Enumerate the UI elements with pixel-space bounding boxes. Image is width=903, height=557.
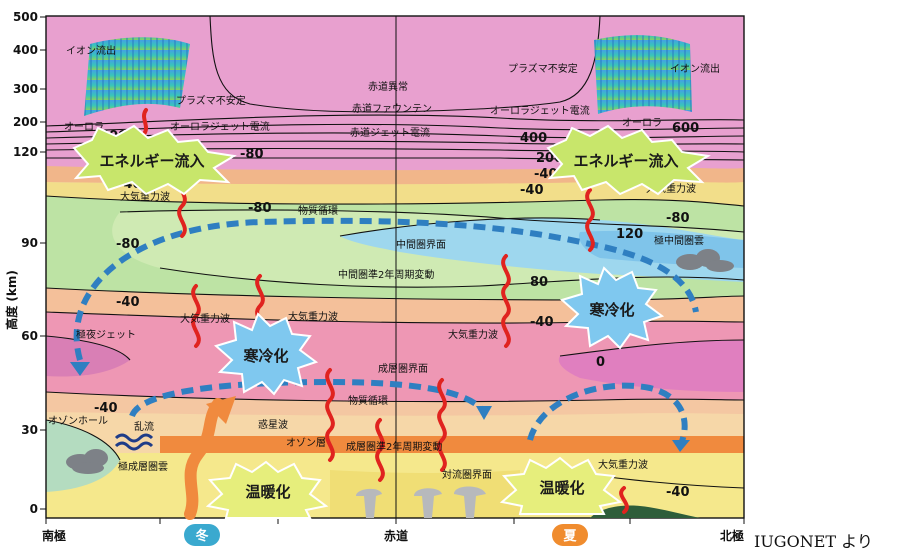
y-tick-label: 30 — [21, 423, 38, 437]
label-gravity-wave: 大気重力波 — [180, 312, 230, 325]
label-turbulence: 乱流 — [134, 420, 154, 433]
credit-text: IUGONET より — [754, 532, 873, 551]
season-summer-badge: 夏 — [552, 524, 588, 546]
contour-label: -80 — [116, 237, 140, 252]
label-ozone-layer: オゾン層 — [286, 437, 326, 449]
label-plasma-left: プラズマ不安定 — [176, 94, 246, 107]
x-tick-labels: 南極 赤道 北極 — [42, 528, 744, 543]
contour-label: 120 — [616, 227, 643, 242]
y-tick-label: 0 — [30, 502, 38, 516]
label-aurora-jet-left: オーロラジェット電流 — [170, 120, 270, 133]
label-equatorial-fountain: 赤道ファウンテン — [352, 102, 432, 115]
clouds-right-icon — [676, 249, 734, 272]
contour-label: -40 — [116, 295, 140, 310]
label-ion-outflow-left: イオン流出 — [66, 44, 116, 57]
cooling-left-badge: 寒冷化 — [213, 312, 319, 396]
season-summer-label: 夏 — [562, 529, 577, 544]
plot-frame — [45, 15, 745, 519]
turbulence-icon — [114, 433, 154, 451]
y-tick-label: 60 — [21, 329, 38, 343]
energy-input-left-label: エネルギー流入 — [99, 152, 204, 170]
label-mesopause: 中間圏界面 — [396, 238, 446, 251]
y-tick-label: 500 — [13, 10, 38, 24]
circulation-arrows — [73, 217, 699, 448]
contour-label: -80 — [240, 147, 264, 162]
contour-label: -40 — [530, 315, 554, 330]
y-tick-label: 120 — [13, 145, 38, 159]
label-ion-outflow-right: イオン流出 — [670, 62, 720, 75]
y-tick-labels: 0 30 60 90 120 200 300 400 500 — [13, 10, 38, 516]
label-polar-mesospheric-clouds: 極中間圏雲 — [654, 234, 704, 247]
y-tick-label: 300 — [13, 82, 38, 96]
band-salmon — [46, 288, 744, 323]
circulation-arrowheads — [70, 362, 690, 452]
label-gravity-wave: 大気重力波 — [598, 458, 648, 471]
annotation-labels: イオン流出 イオン流出 プラズマ不安定 プラズマ不安定 オーロラ オーロラ オー… — [48, 44, 720, 481]
energy-input-right-badge: エネルギー流入 — [546, 124, 711, 196]
label-stratopause: 成層圏界面 — [378, 363, 428, 375]
label-gravity-wave: 大気重力波 — [288, 310, 338, 323]
mountain-icon — [590, 505, 700, 518]
energy-input-left-badge: エネルギー流入 — [72, 124, 237, 196]
contour-label: 400 — [520, 131, 547, 146]
band-yellow-high — [46, 181, 744, 206]
warming-right-badge: 温暖化 — [499, 456, 623, 515]
aurora-right-icon — [594, 35, 692, 114]
contour-label: 600 — [672, 121, 699, 136]
contour-label: -80 — [248, 201, 272, 216]
contour-label: -80 — [666, 211, 690, 226]
label-mass-circulation-top: 物質循環 — [298, 204, 338, 217]
y-tick-label: 90 — [21, 236, 38, 250]
y-axis-label: 高度 (km) — [4, 270, 19, 330]
label-equatorial-jet: 赤道ジェット電流 — [350, 126, 430, 139]
clouds-left-icon — [66, 449, 108, 474]
polar-vortex-l — [46, 336, 130, 377]
warming-left-label: 温暖化 — [245, 483, 290, 501]
label-polar-stratospheric-clouds: 極成層圏雲 — [118, 460, 168, 473]
x-tick-label: 南極 — [42, 528, 66, 543]
ozone-band — [160, 436, 744, 453]
y-tick-label: 400 — [13, 43, 38, 57]
label-aurora-right: オーロラ — [622, 117, 662, 129]
label-mass-circulation-bottom: 物質循環 — [348, 394, 388, 407]
label-aurora-left: オーロラ — [64, 121, 104, 133]
polar-warm-r — [558, 340, 744, 392]
label-tropopause: 対流圏界面 — [442, 468, 492, 481]
label-polar-night-jet: 極夜ジェット — [76, 328, 136, 341]
label-gravity-wave: 大気重力波 — [120, 190, 170, 203]
label-ozone-hole: オゾンホール — [48, 415, 108, 427]
contour-label: -40 — [94, 401, 118, 416]
label-plasma-right: プラズマ不安定 — [508, 62, 578, 75]
y-tick-label: 200 — [13, 115, 38, 129]
x-tick-marks — [45, 518, 745, 524]
season-winter-badge: 冬 — [184, 524, 220, 546]
aurora-left-icon — [84, 37, 190, 116]
stratosphere-pink — [46, 312, 744, 403]
contour-label: 80 — [530, 275, 548, 290]
y-tick-marks — [40, 16, 46, 510]
thunderstorm-clouds-icon — [356, 486, 486, 518]
cooling-right-label: 寒冷化 — [589, 301, 634, 319]
warming-left-badge: 温暖化 — [205, 460, 329, 519]
heat-flux-arrow — [184, 396, 236, 520]
label-equatorial-anomaly: 赤道異常 — [368, 80, 408, 93]
contour-label: 0 — [596, 355, 605, 370]
season-winter-label: 冬 — [195, 528, 208, 544]
label-aurora-jet-right: オーロラジェット電流 — [490, 104, 590, 117]
label-strato-qbo: 成層圏準2年周期変動 — [346, 440, 442, 453]
contour-label: -40 — [520, 183, 544, 198]
cooling-right-badge: 寒冷化 — [559, 266, 665, 350]
warming-right-label: 温暖化 — [539, 479, 584, 497]
label-gravity-wave: 大気重力波 — [448, 328, 498, 341]
label-planetary-wave: 惑星波 — [258, 418, 288, 431]
x-tick-label: 赤道 — [384, 528, 408, 543]
label-meso-qbo: 中間圏準2年周期変動 — [338, 268, 434, 281]
energy-input-right-label: エネルギー流入 — [573, 152, 678, 170]
contour-label: -40 — [666, 485, 690, 500]
cooling-left-label: 寒冷化 — [243, 347, 288, 365]
x-tick-label: 北極 — [720, 528, 744, 543]
